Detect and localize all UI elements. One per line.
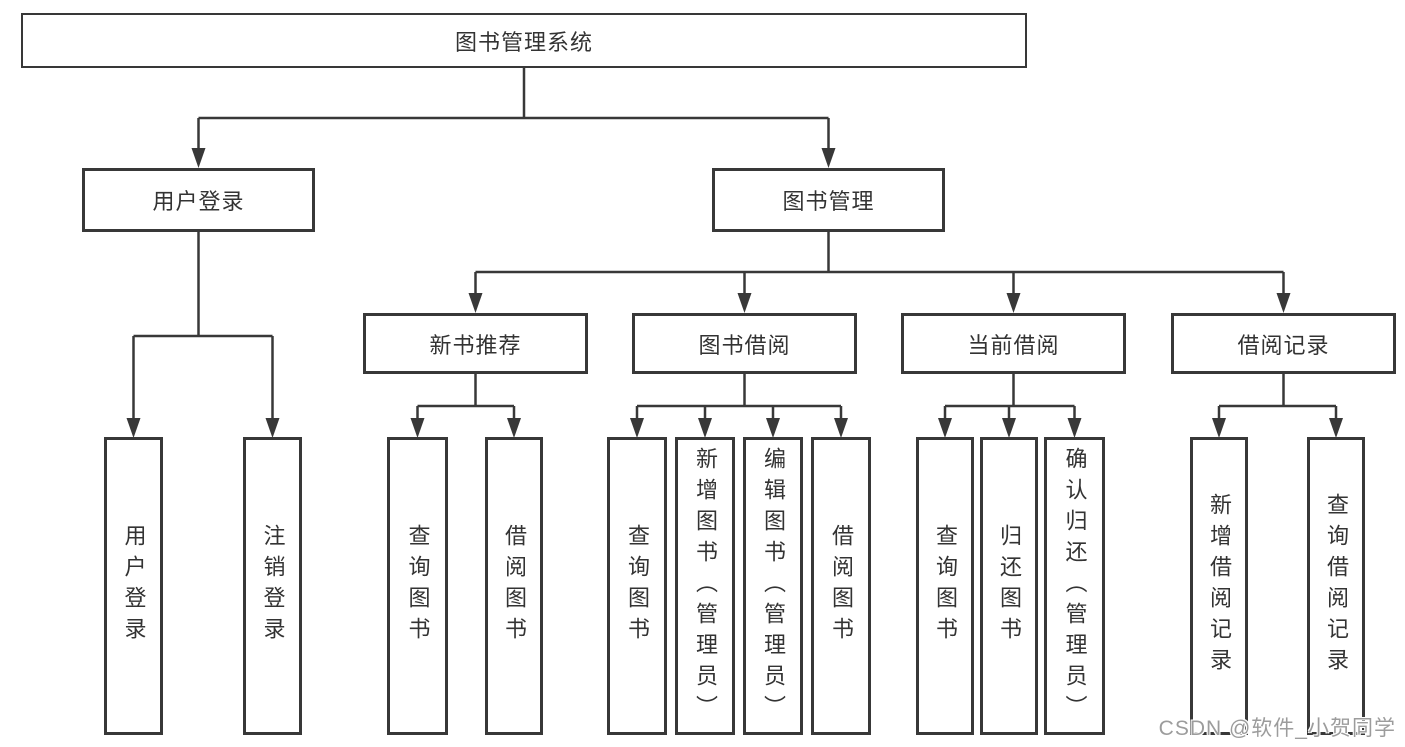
node-label: 图书管理系统 [454,29,593,55]
node-label: 图书管理 [782,189,875,214]
connector-user-login [132,232,274,419]
leaf-br-query-record: 查询借阅记录 [1307,437,1365,735]
leaf-bb-borrow-books: 借阅图书 [811,437,871,735]
arrow-down-icon [1212,418,1226,438]
node-label: 查询借阅记录 [1324,493,1349,679]
node-label: 查询图书 [933,524,958,648]
connector-current-borrow [943,374,1076,419]
leaf-user-login: 用户登录 [104,437,163,735]
node-label: 当前借阅 [967,332,1060,358]
arrow-down-icon [410,418,425,438]
connector-root [197,68,830,149]
arrow-down-icon [766,418,780,438]
connector-new-books [416,374,516,419]
leaf-bb-add-books-admin: 新增图书（管理员） [675,437,735,735]
leaf-br-add-record: 新增借阅记录 [1190,437,1248,735]
node-label: 编辑图书（管理员） [761,446,786,726]
node-book-management: 图书管理 [712,168,945,232]
node-label: 新书推荐 [429,332,522,358]
node-user-login: 用户登录 [82,168,315,232]
node-label: 借阅记录 [1237,332,1330,358]
node-label: 借阅图书 [502,524,527,648]
node-current-borrow: 当前借阅 [901,313,1126,374]
connector-book-mgmt [474,232,1285,294]
arrow-down-icon [834,418,848,438]
node-label: 归还图书 [997,524,1022,648]
node-new-book-recommend: 新书推荐 [363,313,588,374]
node-label: 用户登录 [121,524,147,648]
arrow-down-icon [1002,418,1016,438]
node-label: 查询图书 [405,524,431,648]
arrow-down-icon [1006,293,1021,313]
node-label: 确认归还（管理员） [1062,446,1088,726]
arrow-down-icon [507,418,521,438]
node-label: 查询图书 [625,524,650,648]
leaf-bb-edit-books-admin: 编辑图书（管理员） [743,437,803,735]
arrow-down-icon [630,418,644,438]
leaf-logout: 注销登录 [243,437,302,735]
node-root-system: 图书管理系统 [21,13,1027,68]
arrow-down-icon [265,418,280,438]
leaf-nb-query-books: 查询图书 [387,437,448,735]
arrow-down-icon [126,418,141,438]
node-book-borrow: 图书借阅 [632,313,857,374]
arrow-down-icon [821,148,836,168]
node-label: 新增图书（管理员） [693,446,718,726]
leaf-bb-query-books: 查询图书 [607,437,667,735]
connector-borrow-records [1217,374,1338,419]
leaf-nb-borrow-books: 借阅图书 [485,437,543,735]
node-label: 新增借阅记录 [1207,493,1232,679]
node-label: 图书借阅 [698,332,791,358]
arrow-down-icon [938,418,952,438]
arrow-down-icon [698,418,712,438]
leaf-cb-return-books: 归还图书 [980,437,1038,735]
arrow-down-icon [468,293,483,313]
csdn-watermark: CSDN @软件_小贺同学 [1158,717,1396,740]
arrow-down-icon [191,148,206,168]
arrow-down-icon [737,293,752,313]
arrow-down-icon [1067,418,1082,438]
node-borrow-records: 借阅记录 [1171,313,1396,374]
node-label: 注销登录 [260,524,286,648]
arrow-down-icon [1329,418,1343,438]
node-label: 借阅图书 [829,524,854,648]
leaf-cb-confirm-return-admin: 确认归还（管理员） [1044,437,1105,735]
node-label: 用户登录 [152,189,245,214]
leaf-cb-query-books: 查询图书 [916,437,974,735]
arrow-down-icon [1276,293,1291,313]
connector-book-borrow [635,374,843,419]
